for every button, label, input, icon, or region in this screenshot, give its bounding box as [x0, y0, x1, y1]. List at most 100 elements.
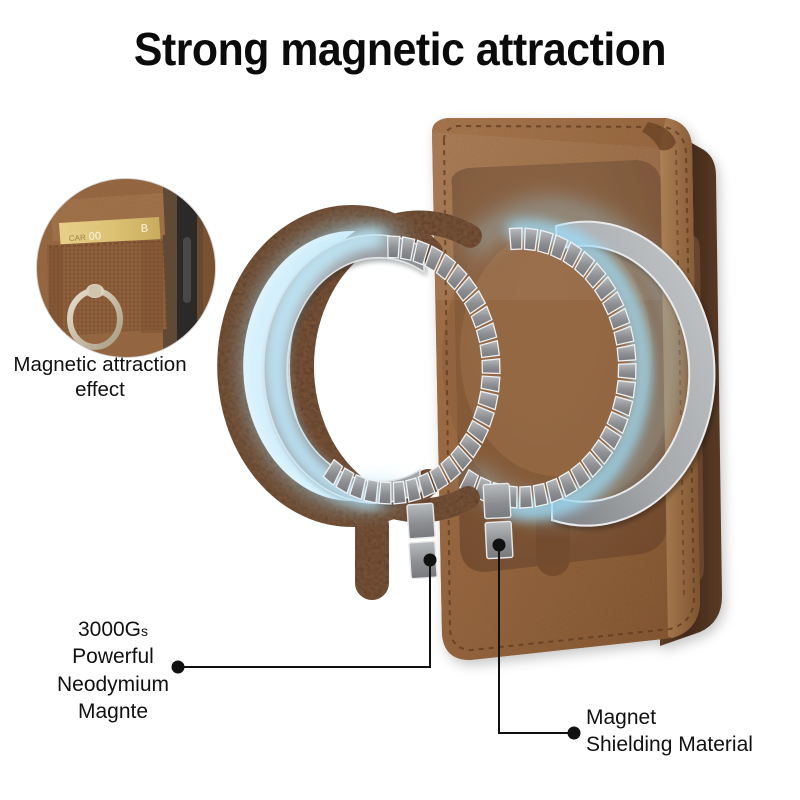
page-title: Strong magnetic attraction [133, 23, 667, 75]
magnet-segment [472, 405, 495, 428]
leader-lines [178, 547, 574, 734]
magnet-segment [519, 485, 534, 509]
magnet-segment [475, 322, 498, 344]
magnet-segment [463, 289, 487, 315]
wallet-thumb-notch [536, 494, 570, 576]
left-assembly [217, 205, 514, 600]
wallet-edge [660, 118, 700, 638]
callout-right-line1: Magnet [586, 706, 657, 729]
inset-photo-container: CAR 00 B [36, 178, 216, 358]
inset-card-text-3: B [141, 223, 149, 235]
magnet-segment [466, 419, 490, 444]
leather-pill-detached [355, 508, 389, 600]
magnet-segment [562, 241, 583, 269]
wallet-top-loop [642, 122, 676, 151]
magnet-segment [459, 468, 480, 496]
magnet-segment [573, 250, 596, 278]
magnet-segment [613, 325, 635, 346]
magnet-segment [584, 262, 607, 289]
magnet-segment [487, 481, 505, 507]
magnet-segment [417, 471, 436, 499]
right-glow [463, 202, 680, 518]
magnet-segment [335, 467, 355, 495]
magnet-segment [392, 480, 407, 505]
magnet-segment [606, 410, 629, 435]
magnet-blocks-left [406, 502, 438, 580]
magnet-segment [378, 481, 392, 505]
inset-caption: Magnetic attraction effect [0, 352, 220, 402]
magnet-segment [601, 290, 625, 316]
inset-caption-line2: effect [75, 378, 125, 401]
magnet-segment [481, 358, 501, 375]
callout-left-line4: Magnte [77, 699, 149, 723]
inset-photo-art: CAR 00 B [37, 179, 215, 357]
callout-left-line2: Powerful [72, 645, 154, 669]
magnet-segment [608, 307, 631, 331]
wallet-stitching [442, 124, 696, 652]
magnet-ring-right [459, 223, 650, 517]
wallet-spine [660, 126, 722, 646]
magnet-segment [616, 343, 637, 362]
magnet-segment [412, 239, 430, 266]
callout-left: 3000Gs Powerful Neodymium Magnte [48, 616, 178, 725]
magnet-segment [523, 227, 539, 252]
leather-ring-left [217, 205, 443, 528]
wallet-recess [451, 160, 668, 572]
leader-line-left [178, 562, 431, 668]
wallet-spine-stitching [675, 149, 685, 597]
magnet-segment [322, 458, 344, 486]
magnet-segment [450, 444, 473, 472]
shielding-ring-right [551, 220, 716, 527]
leather-ring-left-2 [290, 210, 482, 523]
magnet-segment [617, 362, 637, 380]
magnet-segment [424, 245, 444, 273]
magnet-segment [549, 234, 569, 261]
magnet-segment [599, 425, 622, 451]
magnet-segment [446, 263, 468, 291]
magnet-segment [387, 235, 401, 259]
inset-card-text-1: CAR [69, 233, 87, 243]
callout-left-line1: 3000G [77, 618, 142, 641]
magnet-segment [503, 485, 518, 509]
magnet-segment [435, 253, 457, 281]
magnet-segment [455, 275, 478, 303]
magnet-segment [545, 477, 564, 504]
leader-dot-right-target [492, 538, 506, 552]
magnet-segment [473, 476, 492, 503]
wallet-slot-strip [684, 236, 704, 584]
magnet-segment [558, 470, 578, 498]
wallet-front-face [432, 118, 700, 660]
magnet-segment [615, 379, 637, 399]
magnet-segment [429, 464, 450, 492]
callout-right-line2: Shielding Material [586, 733, 753, 757]
right-assembly [459, 202, 716, 527]
magnet-segment [348, 473, 367, 501]
magnet-segment [532, 482, 549, 508]
magnet-segment [536, 229, 554, 255]
callout-left-unit: s [141, 623, 149, 639]
magnetic-attraction-photo: CAR 00 B [36, 178, 216, 358]
leader-line-right [498, 547, 574, 734]
magnet-blocks-right [482, 482, 514, 560]
magnet-segment [581, 451, 604, 479]
magnet-segment [440, 455, 462, 483]
magnet-segment [405, 477, 422, 503]
magnet-segment [477, 390, 499, 411]
magnet-segment [363, 478, 379, 504]
inset-caption-line1: Magnetic attraction [13, 353, 187, 376]
magnet-segment [480, 375, 501, 393]
magnet-segment [470, 305, 493, 329]
magnet-ring-left [269, 231, 501, 505]
left-glow [245, 225, 404, 507]
magnet-segment [593, 275, 617, 302]
magnet-segment [508, 227, 523, 251]
magnet-segment [459, 432, 482, 459]
magnet-segment [399, 236, 416, 262]
magnet-segment [570, 461, 592, 489]
leader-dot-right-text [567, 726, 581, 740]
inset-card-text-2: 00 [89, 230, 102, 243]
shielding-ring-left [262, 234, 425, 504]
callout-right: Magnet Shielding Material [586, 704, 800, 759]
magnet-segment [479, 339, 501, 359]
